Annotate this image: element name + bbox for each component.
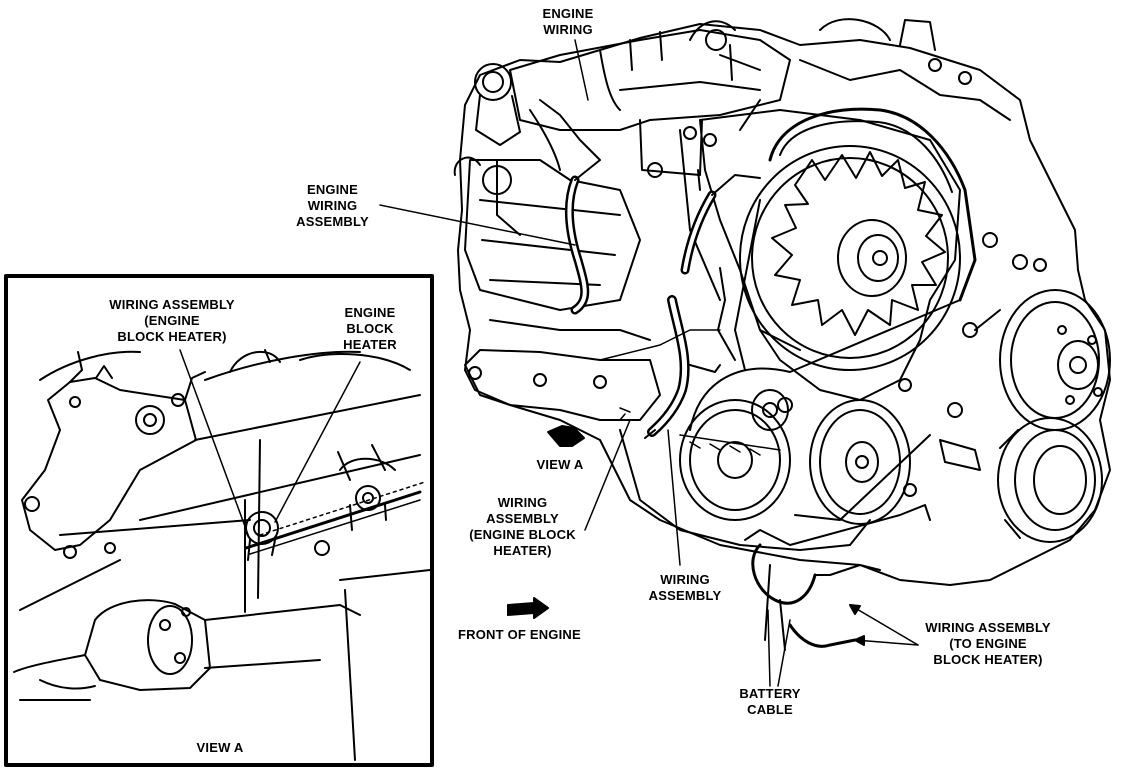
label-inset-engine-block-heater: ENGINE BLOCK HEATER [343, 305, 397, 352]
label-wiring-assembly-to-heater: WIRING ASSEMBLY (TO ENGINE BLOCK HEATER) [925, 620, 1051, 667]
label-engine-wiring-assembly: ENGINE WIRING ASSEMBLY [296, 182, 369, 229]
leader-wiring-assembly [667, 429, 681, 566]
label-inset-wiring-assembly: WIRING ASSEMBLY (ENGINE BLOCK HEATER) [109, 297, 235, 344]
inset-heater-cable [244, 490, 422, 550]
inset-title: VIEW A [196, 740, 244, 755]
engine-main [379, 18, 1111, 687]
engine-outline [457, 23, 1111, 586]
inset-frame [4, 274, 434, 767]
label-engine-wiring: ENGINE WIRING [542, 6, 594, 37]
leader-to-heater-a [849, 604, 919, 646]
inset-panel [4, 274, 434, 767]
leader-engine-wiring [574, 39, 589, 101]
inset-starter [84, 599, 211, 691]
leader-to-heater-b [854, 639, 919, 646]
exhaust-manifold [464, 349, 661, 421]
inset-leader-heater [274, 361, 361, 523]
heater-wiring-lower [788, 623, 857, 648]
label-wiring-assembly: WIRING ASSEMBLY [648, 572, 722, 603]
oil-pan [619, 429, 871, 551]
inset-bracket [21, 377, 197, 551]
alternator-bracket [768, 107, 977, 302]
view-a-arrow [547, 425, 585, 447]
inset-leader-wiring [179, 349, 251, 541]
water-pump-pulley [809, 399, 911, 525]
lower-right-pulley [997, 417, 1103, 543]
leader-wiring-assembly-heater [584, 419, 631, 531]
crank-pulley-left [679, 399, 791, 521]
front-arrow [507, 597, 549, 619]
left-valve-cover [464, 159, 641, 311]
label-front-of-engine: FRONT OF ENGINE [458, 627, 581, 642]
label-view-a: VIEW A [536, 457, 584, 472]
battery-cable [751, 543, 817, 605]
alternator [734, 145, 961, 371]
upper-right-pulley [999, 289, 1111, 431]
leader-battery-a [767, 609, 771, 687]
label-wiring-assembly-engine-block-heater: WIRING ASSEMBLY (ENGINE BLOCK HEATER) [469, 495, 576, 558]
leader-engine-wiring-assembly [379, 204, 576, 246]
leader-battery-b [777, 619, 791, 687]
egr-valve [474, 63, 512, 101]
label-battery-cable: BATTERY CABLE [739, 686, 801, 717]
